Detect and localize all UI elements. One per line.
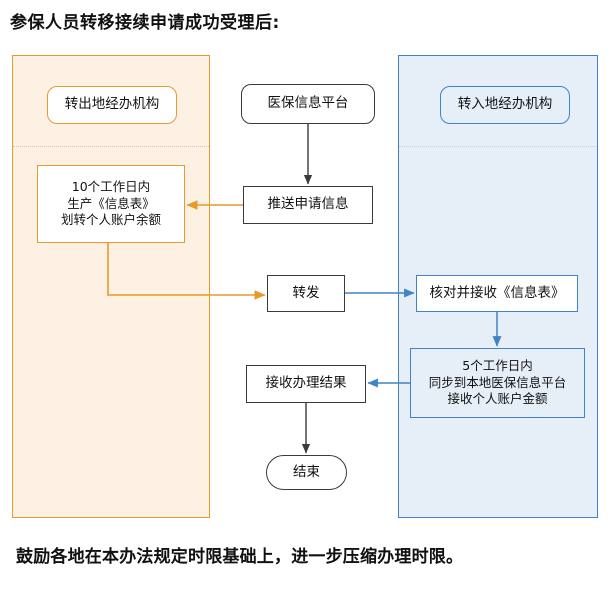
node-receive-result: 接收办理结果 bbox=[246, 365, 366, 403]
node-platform: 医保信息平台 bbox=[241, 84, 375, 124]
node-push-application: 推送申请信息 bbox=[243, 186, 373, 224]
page-title: 参保人员转移接续申请成功受理后: bbox=[10, 13, 280, 33]
lane-header-transfer-in: 转入地经办机构 bbox=[440, 86, 570, 124]
node-sync-local: 5个工作日内 同步到本地医保信息平台 接收个人账户金额 bbox=[410, 348, 585, 418]
lane-header-transfer-out: 转出地经办机构 bbox=[47, 86, 177, 124]
swimlane-transfer-out bbox=[12, 55, 210, 518]
node-produce-form: 10个工作日内 生产《信息表》 划转个人账户余额 bbox=[37, 165, 185, 243]
node-forward: 转发 bbox=[267, 275, 345, 312]
lane-divider-left bbox=[13, 146, 209, 147]
lane-divider-right bbox=[399, 146, 597, 147]
node-end: 结束 bbox=[266, 455, 347, 490]
page-footer-note: 鼓励各地在本办法规定时限基础上，进一步压缩办理时限。 bbox=[16, 547, 464, 567]
node-verify-receive: 核对并接收《信息表》 bbox=[416, 275, 578, 312]
